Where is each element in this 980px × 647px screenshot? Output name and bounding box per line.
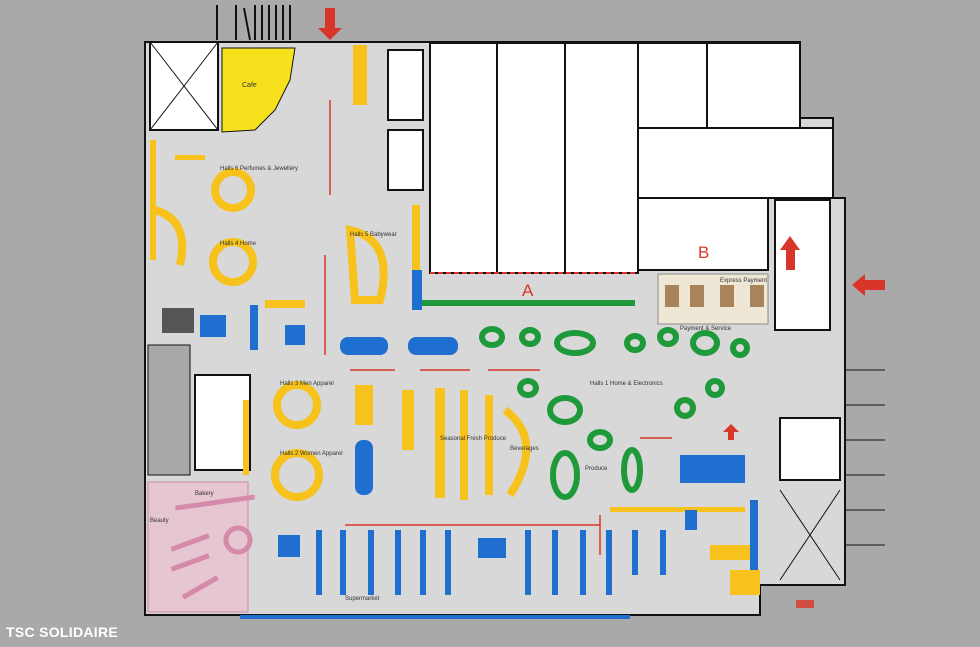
svg-text:Express Payment: Express Payment <box>720 278 767 284</box>
entrance-arrows <box>318 8 885 440</box>
exterior-hatching <box>845 369 885 546</box>
beverages-label: Beverages <box>510 446 539 452</box>
apparel-fixtures <box>153 168 531 501</box>
produce-label: Produce <box>585 466 608 472</box>
supermarket-label: Supermarket <box>345 596 380 602</box>
hall-apparel-label: Halls 6 Perfumes & Jewellery <box>220 166 298 172</box>
svg-text:Payment & Service: Payment & Service <box>680 326 732 332</box>
hall-men-label: Halls 3 Men Apparel <box>280 381 334 387</box>
electronics-label: Halls 1 Home & Electronics <box>590 381 663 387</box>
beauty-label: Beauty <box>150 518 169 524</box>
bakery-label: Bakery <box>195 491 214 497</box>
cafe-label: Cafe <box>242 82 257 89</box>
zone-a-label: A <box>522 281 534 300</box>
hall-women-label: Halls 2 Women Apparel <box>280 451 343 457</box>
express-payment-area: Express Payment Payment & Service <box>657 273 769 332</box>
cafe-zone <box>221 47 296 133</box>
flow-arrows <box>324 100 672 555</box>
grocery-aisles <box>200 270 758 619</box>
hall-home-label: Halls 4 Home <box>220 241 257 247</box>
storage-rooms <box>429 42 834 274</box>
produce-fixtures <box>479 326 750 500</box>
hall-kids-label: Halls 5 Babywear <box>350 232 397 238</box>
watermark: TSC SOLIDAIRE <box>6 624 119 640</box>
zone-b-label: B <box>698 243 709 262</box>
hall-labels: Halls 6 Perfumes & Jewellery Halls 4 Hom… <box>150 166 663 602</box>
exterior-spikes <box>216 5 291 41</box>
fresh-label: Seasonal Fresh Produce <box>440 436 507 442</box>
